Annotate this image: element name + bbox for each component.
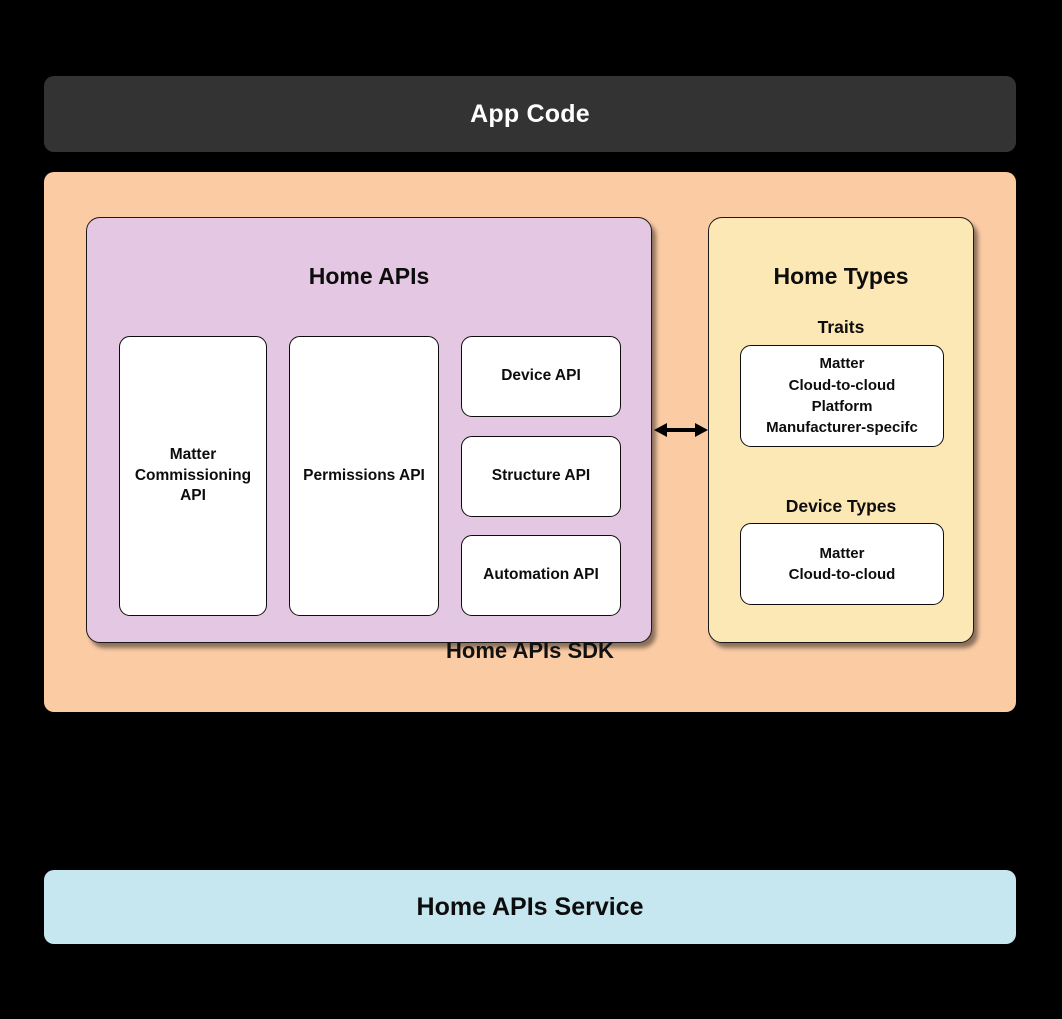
automation-api-card[interactable]: Automation API (461, 535, 621, 616)
home-apis-sdk-label: Home APIs SDK (446, 638, 614, 663)
permissions-api-card[interactable]: Permissions API (289, 336, 439, 616)
home-types-title: Home Types (773, 263, 909, 289)
home-apis-service-block: Home APIs Service (44, 870, 1016, 944)
matter-commissioning-api-card[interactable]: Matter Commissioning API (119, 336, 267, 616)
home-apis-service-label: Home APIs Service (416, 892, 644, 921)
traits-card[interactable]: Matter Cloud-to-cloud Platform Manufactu… (740, 345, 944, 447)
home-apis-sdk-block: Home APIs Matter Commissioning API Permi… (44, 172, 1016, 712)
device-types-section-title: Device Types (785, 496, 897, 516)
app-code-label: App Code (470, 99, 590, 128)
device-types-card[interactable]: Matter Cloud-to-cloud (740, 523, 944, 605)
device-api-card[interactable]: Device API (461, 336, 621, 417)
home-types-panel: Home Types Traits Matter Cloud-to-cloud … (708, 217, 974, 643)
home-apis-card-group: Matter Commissioning API Permissions API… (119, 336, 621, 616)
bidirectional-arrow-icon (654, 415, 708, 445)
traits-section-title: Traits (817, 317, 865, 337)
app-code-block: App Code (44, 76, 1016, 152)
home-apis-title: Home APIs (308, 263, 430, 289)
structure-api-card[interactable]: Structure API (461, 435, 621, 517)
home-apis-panel: Home APIs Matter Commissioning API Permi… (86, 217, 652, 643)
api-card-stack: Device API Structure API Automation API (461, 336, 621, 616)
